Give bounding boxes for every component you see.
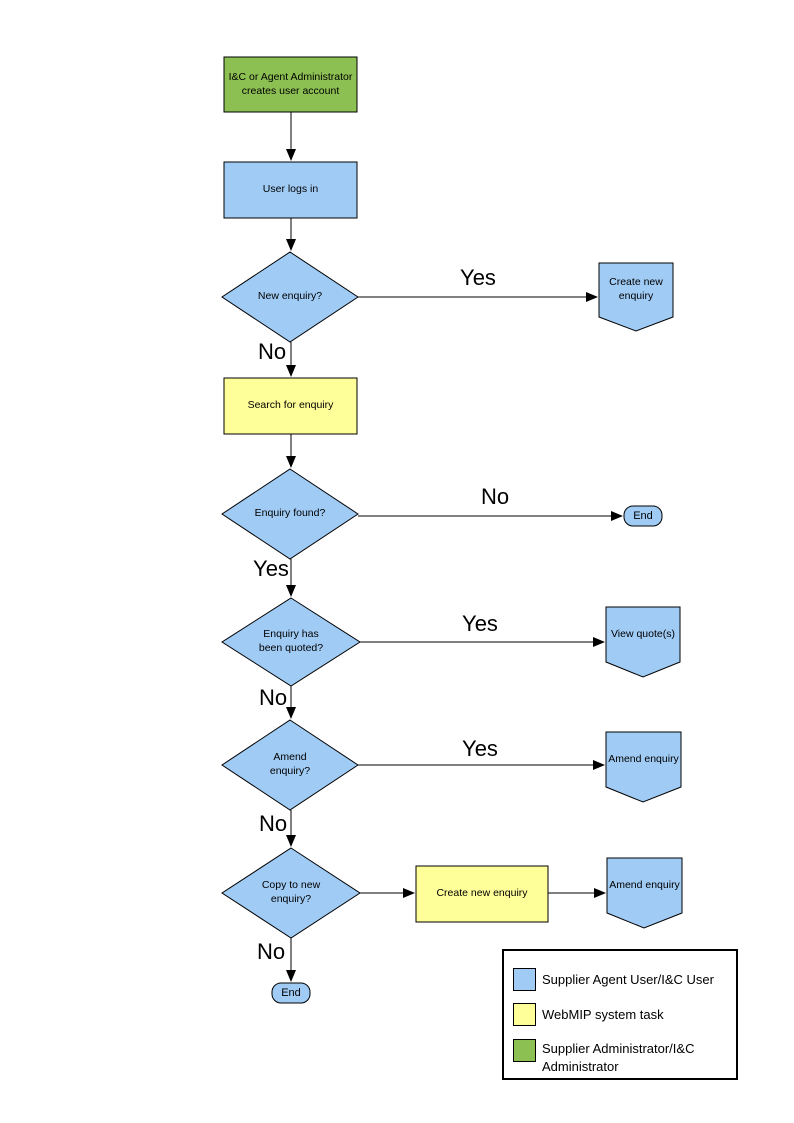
decision-enquiry-found-shape [221, 468, 359, 560]
decision-amend-enquiry-shape [221, 719, 359, 811]
connector-amend-enquiry-2-shape [606, 857, 683, 929]
legend-swatch-yellow [513, 1003, 536, 1026]
edge-label-copy-no: No [256, 939, 286, 964]
connector-amend-enquiry-2-text: Amend enquiry [609, 878, 680, 891]
legend-label-webmip-task: WebMIP system task [542, 1006, 664, 1022]
edge-label-found-no: No [480, 484, 510, 509]
terminator-end-top-shape [623, 505, 663, 527]
edge-label-amend-no: No [258, 811, 288, 836]
task-create-new-enquiry-shape [415, 865, 549, 923]
connector-create-new-enquiry-text: Create new enquiry [609, 276, 663, 302]
terminator-end-bottom-label: End [272, 983, 310, 1003]
decision-copy-to-new-shape [221, 847, 361, 939]
connector-view-quotes-text: View quote(s) [610, 627, 675, 640]
decision-enquiry-found-label: Enquiry found? [222, 469, 358, 559]
legend-swatch-green [513, 1039, 536, 1062]
process-user-login-label: User logs in [224, 162, 357, 218]
edge-label-new-enquiry-yes: Yes [460, 265, 496, 290]
edge-label-new-enquiry-no: No [257, 339, 287, 364]
decision-new-enquiry-shape [221, 251, 359, 343]
process-user-login-text: User logs in [262, 183, 319, 196]
connector-amend-enquiry-text: Amend enquiry [608, 752, 679, 765]
decision-enquiry-found-text: Enquiry found? [254, 507, 326, 520]
connector-view-quotes-shape [605, 606, 681, 678]
decision-amend-enquiry-label: Amend enquiry? [222, 720, 358, 810]
decision-enquiry-quoted-text: Enquiry has been quoted? [258, 628, 324, 654]
task-search-enquiry-label: Search for enquiry [224, 378, 357, 434]
process-create-account-text: I&C or Agent Administrator creates user … [228, 70, 353, 97]
edge-label-found-yes: Yes [253, 556, 289, 581]
terminator-end-bottom-shape [271, 982, 311, 1004]
decision-new-enquiry-text: New enquiry? [257, 290, 323, 303]
legend-label-supplier-agent-user: Supplier Agent User/I&C User [542, 971, 714, 987]
edge-label-quoted-yes: Yes [462, 611, 498, 636]
legend-swatch-blue [513, 968, 536, 991]
decision-amend-enquiry-text: Amend enquiry? [269, 751, 311, 777]
task-search-enquiry-text: Search for enquiry [247, 399, 334, 412]
edge-label-amend-yes: Yes [462, 736, 498, 761]
terminator-end-bottom-text: End [281, 986, 301, 999]
decision-enquiry-quoted-label: Enquiry has been quoted? [222, 598, 360, 686]
connector-amend-enquiry-2-label: Amend enquiry [607, 858, 682, 913]
connector-amend-enquiry-shape [605, 731, 682, 803]
legend-label-supplier-administrator: Supplier Administrator/I&C Administrator [542, 1041, 695, 1074]
connectors [286, 112, 623, 982]
task-create-new-enquiry-text: Create new enquiry [436, 887, 528, 900]
process-user-login-shape [223, 161, 358, 219]
terminator-end-top-label: End [624, 506, 662, 526]
process-create-account-label: I&C or Agent Administrator creates user … [224, 57, 357, 112]
task-create-new-enquiry-label: Create new enquiry [416, 866, 548, 922]
task-search-enquiry-shape [223, 377, 358, 435]
connector-create-new-enquiry-label: Create new enquiry [599, 263, 673, 317]
process-create-account-shape [223, 56, 358, 113]
decision-copy-to-new-label: Copy to new enquiry? [222, 848, 360, 938]
legend [502, 949, 738, 1080]
decision-enquiry-quoted-shape [221, 597, 361, 687]
connector-amend-enquiry-label: Amend enquiry [606, 732, 681, 787]
connector-view-quotes-label: View quote(s) [606, 607, 680, 662]
connector-create-new-enquiry-shape [598, 262, 674, 332]
decision-new-enquiry-label: New enquiry? [222, 252, 358, 342]
terminator-end-top-text: End [633, 509, 653, 522]
decision-copy-to-new-text: Copy to new enquiry? [261, 879, 321, 905]
edge-label-quoted-no: No [258, 685, 288, 710]
